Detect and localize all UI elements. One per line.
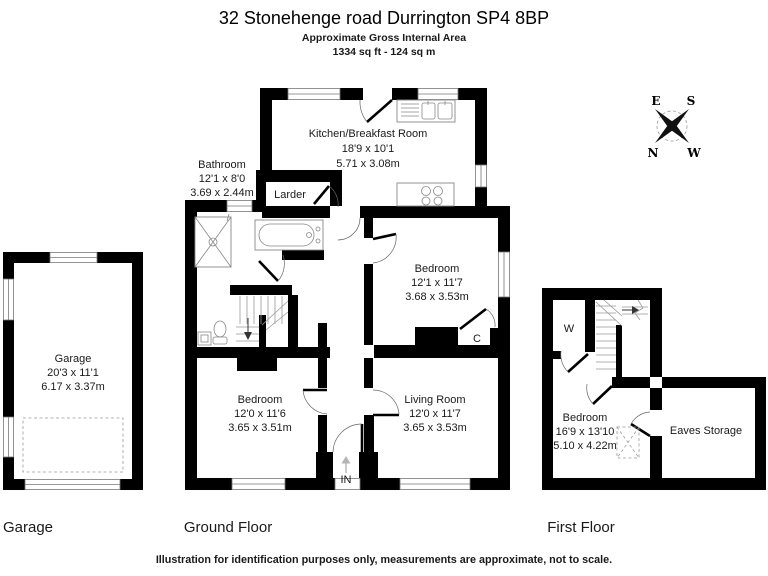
garage-plan: Garage 20'3 x 11'1 6.17 x 3.37m	[3, 252, 143, 490]
hob	[396, 182, 455, 207]
room-dims-metric: 3.65 x 3.51m	[228, 422, 292, 434]
room-dims-metric: 6.17 x 3.37m	[41, 381, 105, 393]
bathroom-door	[258, 254, 285, 282]
area-text: 1334 sq ft - 124 sq m	[333, 46, 436, 58]
bedroom-rear-label: Bedroom 12'1 x 11'7 3.68 x 3.53m	[405, 263, 469, 303]
room-dims-metric: 3.65 x 3.53m	[403, 422, 467, 434]
footer: Garage Ground Floor First Floor Illustra…	[3, 519, 615, 566]
bedroom-front-window	[231, 478, 286, 490]
room-dims-metric: 5.71 x 3.08m	[336, 158, 400, 170]
compass-arm-ne	[669, 109, 689, 129]
shower	[194, 213, 232, 268]
inner-hall-door	[337, 217, 361, 241]
wardrobe-label: W	[564, 323, 575, 335]
entrance-arrow	[341, 456, 351, 473]
kitchen-window-right	[475, 164, 487, 188]
garage-parking-dashed	[22, 417, 124, 473]
room-dims-metric: 5.10 x 4.22m	[553, 440, 617, 452]
living-room-window	[399, 478, 471, 490]
room-dims-metric: 3.69 x 2.44m	[190, 187, 254, 199]
room-dims-imperial: 16'9 x 13'10	[556, 426, 615, 438]
garage-window-top	[49, 252, 98, 263]
bedroom-rear-window	[498, 251, 510, 298]
room-name: Living Room	[404, 394, 465, 406]
bedroom-rear-door	[372, 232, 397, 264]
kitchen-window-top-2	[417, 88, 459, 100]
subtitle: Approximate Gross Internal Area	[302, 32, 466, 44]
room-name: Bathroom	[198, 159, 246, 171]
page-title: 32 Stonehenge road Durrington SP4 8BP	[219, 8, 549, 28]
bedroom-front-label: Bedroom 12'0 x 11'6 3.65 x 3.51m	[228, 394, 292, 434]
room-name: Bedroom	[415, 263, 460, 275]
hatch-box	[616, 426, 640, 459]
room-name: Bedroom	[563, 412, 608, 424]
room-dims-imperial: 18'9 x 10'1	[342, 143, 395, 155]
room-name: Kitchen/Breakfast Room	[309, 128, 428, 140]
bathtub	[254, 219, 324, 251]
kitchen-sink-counter	[396, 99, 456, 123]
disclaimer-text: Illustration for identification purposes…	[156, 554, 612, 566]
front-door	[332, 423, 364, 453]
compass-circle	[656, 110, 688, 142]
compass-east-label: E	[651, 94, 660, 108]
chimney-breast-right	[415, 327, 458, 358]
room-dims-imperial: 12'0 x 11'6	[234, 408, 286, 420]
bathroom-label: Bathroom 12'1 x 8'0 3.69 x 2.44m	[190, 159, 254, 199]
room-dims-metric: 3.68 x 3.53m	[405, 291, 469, 303]
cupboard-door	[459, 307, 496, 331]
stairs-ground	[236, 296, 289, 342]
header: 32 Stonehenge road Durrington SP4 8BP Ap…	[219, 8, 549, 58]
kitchen-label: Kitchen/Breakfast Room 18'9 x 10'1 5.71 …	[309, 128, 428, 170]
compass-rose: E S N W	[648, 94, 702, 160]
eaves-door	[630, 411, 651, 438]
front-door-threshold	[334, 478, 361, 490]
bathroom-window-top	[226, 200, 253, 212]
first-floor-label: First Floor	[547, 519, 615, 536]
bedroom-front-door	[302, 388, 328, 415]
toilet	[212, 320, 228, 345]
ground-floor-label: Ground Floor	[184, 519, 272, 536]
larder-label: Larder	[274, 189, 306, 201]
garage-door-opening	[24, 479, 121, 490]
garage-window-left-2	[3, 416, 14, 458]
room-dims-imperial: 20'3 x 11'1	[47, 367, 99, 379]
entrance-label: IN	[341, 474, 352, 486]
kitchen-window-top-1	[287, 88, 341, 100]
compass-arm-sw	[655, 123, 675, 143]
compass-north-label: N	[648, 146, 659, 160]
garage-window-left-1	[3, 278, 14, 321]
compass-arm-se	[669, 123, 689, 143]
compass-west-label: W	[686, 146, 701, 160]
ground-floor-plan: Kitchen/Breakfast Room 18'9 x 10'1 5.71 …	[185, 88, 510, 490]
room-dims-imperial: 12'0 x 11'7	[409, 408, 461, 420]
living-room-label: Living Room 12'0 x 11'7 3.65 x 3.53m	[403, 394, 467, 434]
kitchen-back-door	[359, 99, 393, 123]
living-room-door	[372, 389, 400, 417]
larder-door	[313, 185, 339, 208]
first-floor-plan: W Bedroom 16'9 x 13'10 5.10 x 4.22m Eave…	[542, 288, 766, 490]
garage-room-label: Garage 20'3 x 11'1 6.17 x 3.37m	[41, 353, 105, 393]
wardrobe-door	[560, 350, 589, 373]
room-dims-imperial: 12'1 x 8'0	[199, 173, 245, 185]
first-bedroom-label: Bedroom 16'9 x 13'10 5.10 x 4.22m	[553, 412, 617, 452]
room-name: Bedroom	[238, 394, 283, 406]
compass-south-label: S	[687, 94, 696, 108]
first-bedroom-door	[586, 383, 613, 405]
chimney-breast-left	[237, 358, 277, 371]
room-dims-imperial: 12'1 x 11'7	[411, 277, 463, 289]
eaves-storage-label: Eaves Storage	[670, 425, 742, 437]
wash-basin	[197, 331, 212, 346]
stairs-first	[595, 299, 648, 370]
garage-floor-label: Garage	[3, 519, 53, 536]
cupboard-label: C	[473, 333, 481, 345]
room-name: Garage	[55, 353, 92, 365]
